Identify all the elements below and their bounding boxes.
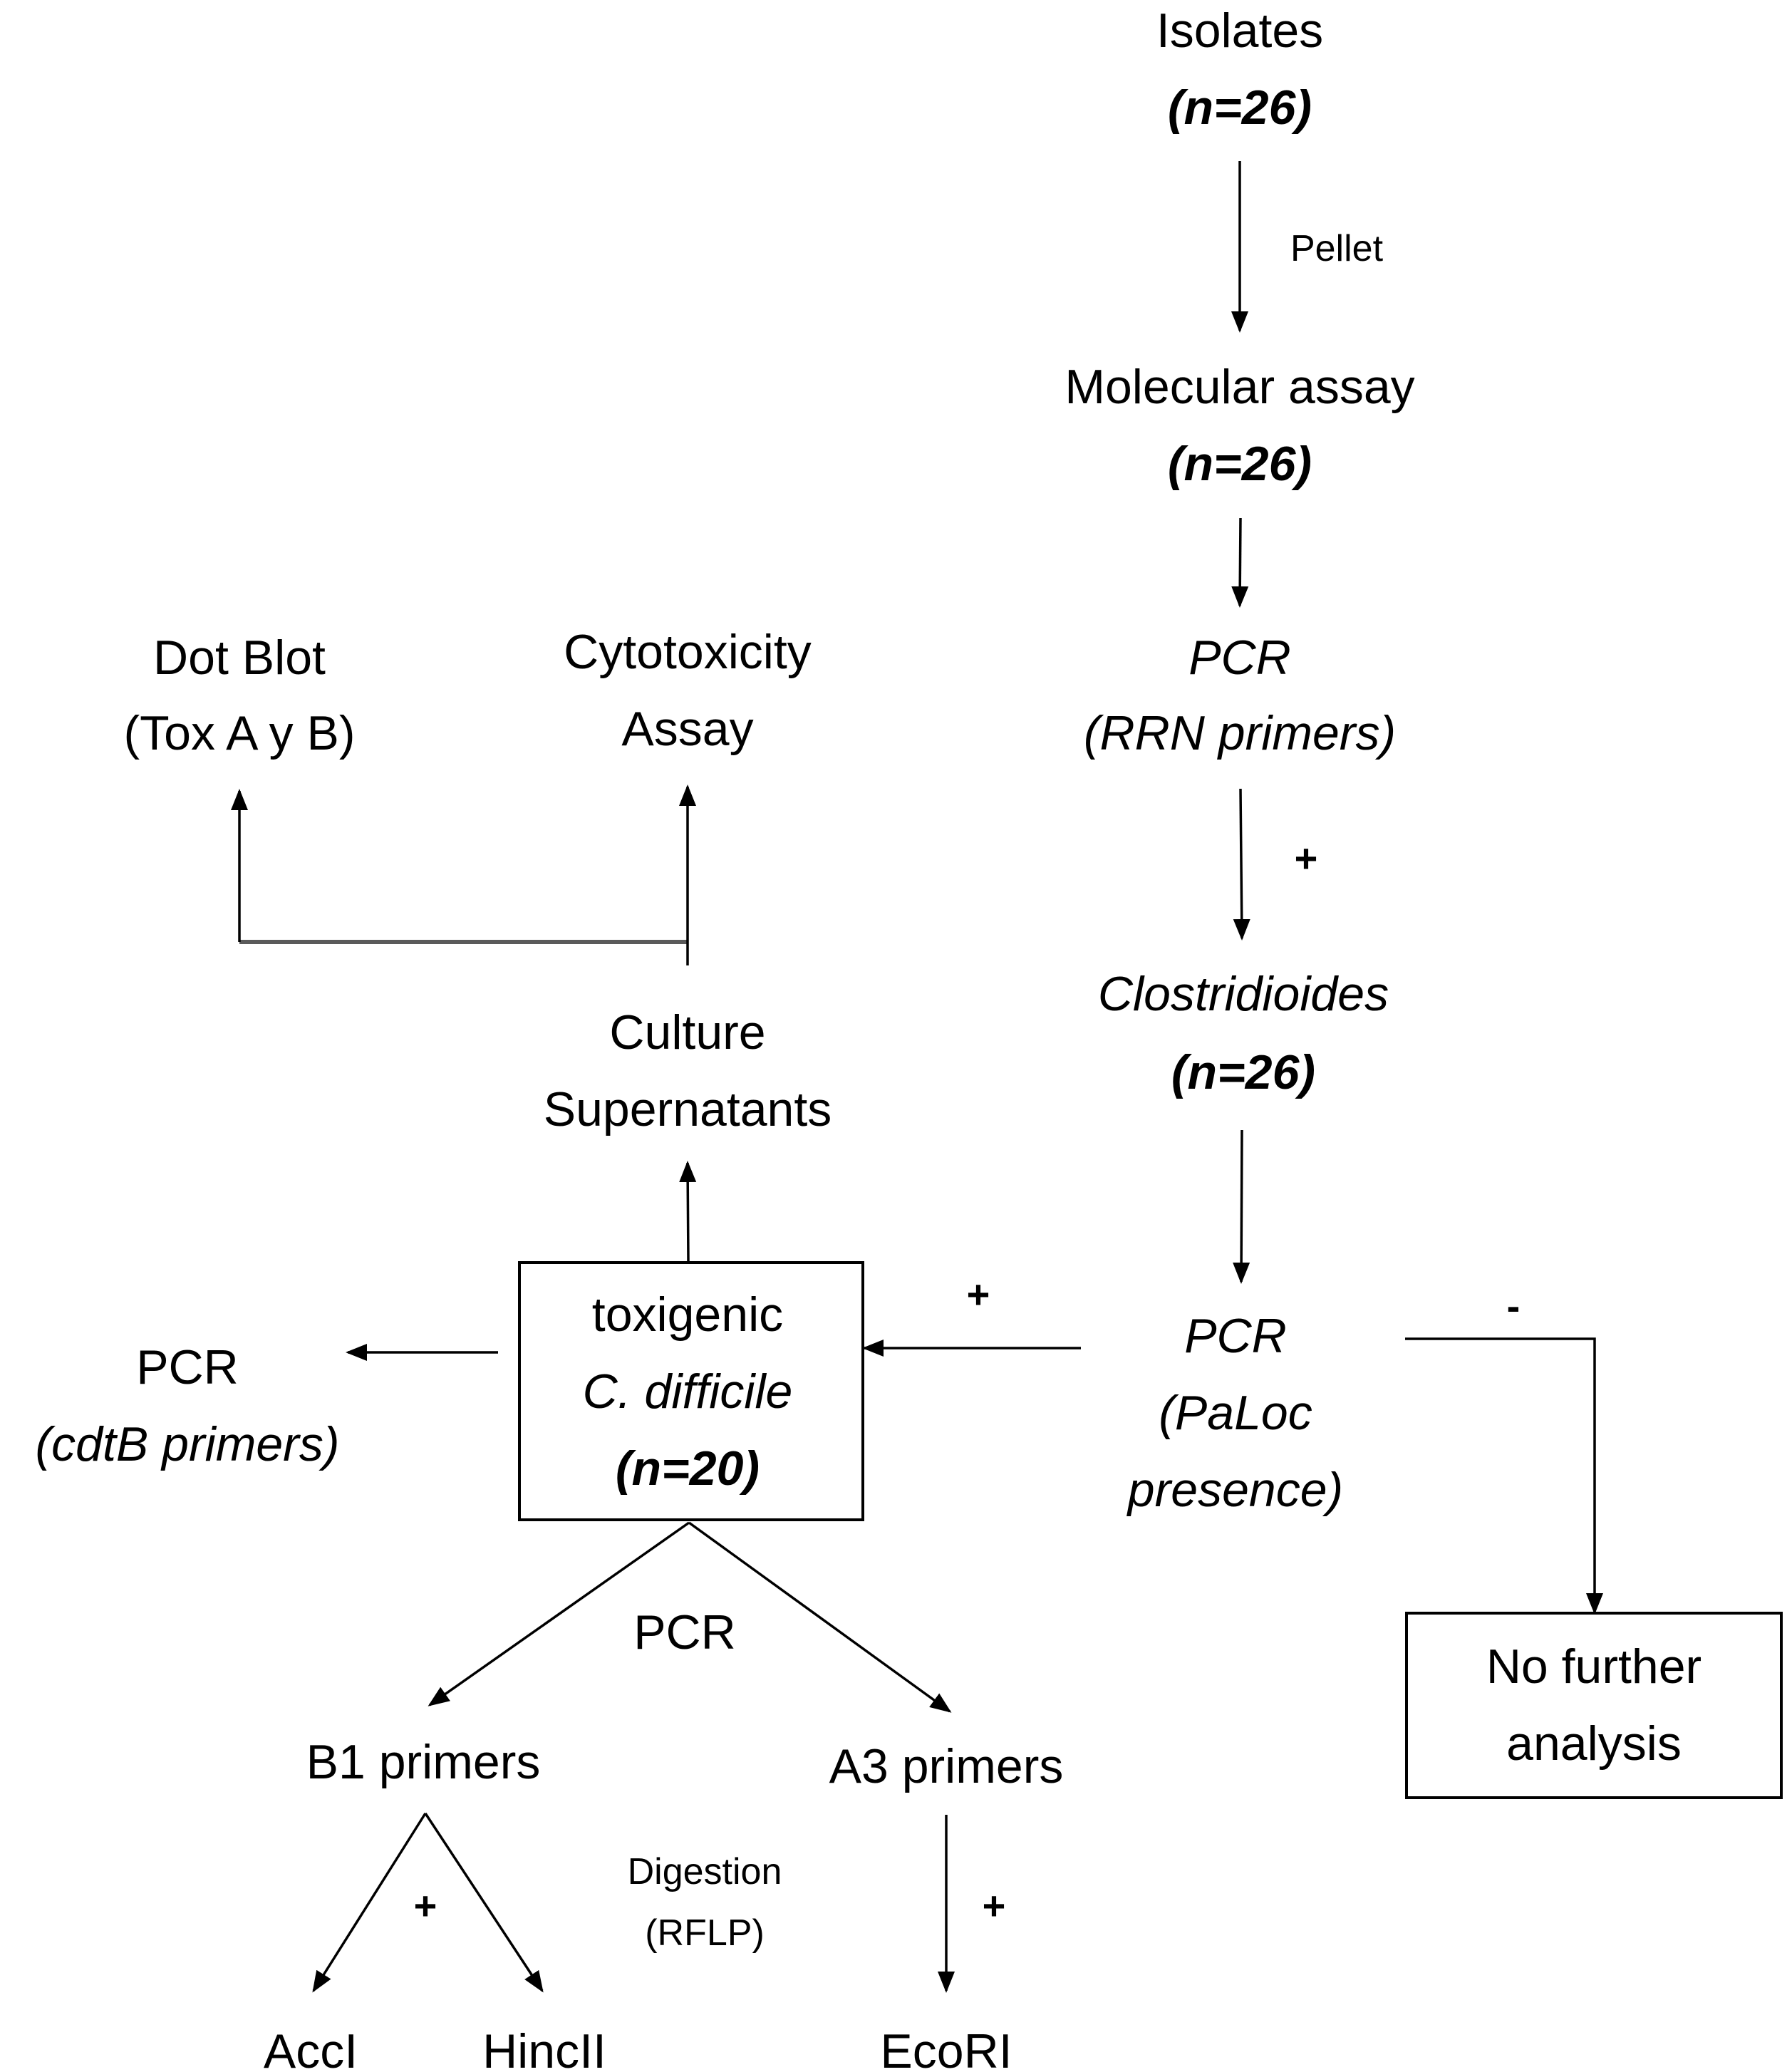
clostridioides-label: Clostridioides xyxy=(1098,967,1389,1021)
clostridioides-count: (n=26) xyxy=(1171,1045,1315,1099)
arrow-paloc-to-no-further xyxy=(1405,1337,1603,1615)
dot-blot-line2: (Tox A y B) xyxy=(124,706,356,760)
toxigenic-count: (n=20) xyxy=(616,1441,760,1496)
rrn-positive-sign: + xyxy=(1295,836,1318,881)
molecular-assay-count: (n=26) xyxy=(1168,437,1312,491)
ecoRI-label: EcoRI xyxy=(880,2024,1012,2072)
b1-positive-sign: + xyxy=(414,1883,437,1928)
a3-positive-sign: + xyxy=(983,1883,1006,1928)
molecular-assay-label: Molecular assay xyxy=(1065,360,1414,414)
toxigenic-line1: toxigenic xyxy=(592,1288,783,1342)
pcr-cdtb-sub: (cdtB primers) xyxy=(36,1417,340,1471)
paloc-positive-sign: + xyxy=(967,1272,990,1317)
paloc-negative-sign: - xyxy=(1507,1283,1521,1328)
pellet-label: Pellet xyxy=(1290,228,1384,269)
no-further-line1: No further xyxy=(1486,1640,1701,1694)
dot-blot-line1: Dot Blot xyxy=(153,631,326,685)
accI-label: AccI xyxy=(264,2024,358,2072)
cytotoxicity-line2: Assay xyxy=(621,702,753,756)
isolates-label: Isolates xyxy=(1156,4,1323,58)
no-further-line2: analysis xyxy=(1506,1716,1682,1771)
pcr-paloc-line3: presence) xyxy=(1126,1463,1343,1517)
pcr-cdtb-label: PCR xyxy=(136,1340,239,1394)
culture-line1: Culture xyxy=(609,1005,765,1060)
pcr-split-label: PCR xyxy=(633,1605,736,1659)
rflp-label: (RFLP) xyxy=(645,1912,765,1954)
digestion-label: Digestion xyxy=(628,1851,782,1892)
toxigenic-line2: C. difficile xyxy=(583,1364,793,1419)
cytotoxicity-line1: Cytotoxicity xyxy=(564,625,812,679)
isolates-count: (n=26) xyxy=(1168,81,1312,135)
culture-line2: Supernatants xyxy=(544,1082,832,1136)
no-further-analysis-box xyxy=(1405,1612,1783,1799)
arrow-pcr-rrn-to-clostridioides xyxy=(1233,788,1250,941)
arrow-clostridioides-to-pcr-paloc xyxy=(1233,1129,1250,1284)
b1-primers-label: B1 primers xyxy=(306,1735,541,1789)
arrow-b1-to-accI xyxy=(312,1813,427,1993)
pcr-rrn-sub: (RRN primers) xyxy=(1084,706,1396,760)
hincII-label: HincII xyxy=(482,2024,606,2072)
arrow-b1-to-hincII xyxy=(424,1813,544,1993)
toxigenic-box xyxy=(518,1261,864,1521)
arrow-toxigenic-to-b1 xyxy=(428,1521,690,1706)
a3-primers-label: A3 primers xyxy=(829,1739,1064,1793)
pcr-paloc-line1: PCR xyxy=(1184,1309,1287,1363)
pcr-paloc-line2: (PaLoc xyxy=(1159,1386,1312,1440)
pcr-rrn-label: PCR xyxy=(1188,631,1291,685)
arrow-toxigenic-to-a3 xyxy=(688,1521,952,1713)
